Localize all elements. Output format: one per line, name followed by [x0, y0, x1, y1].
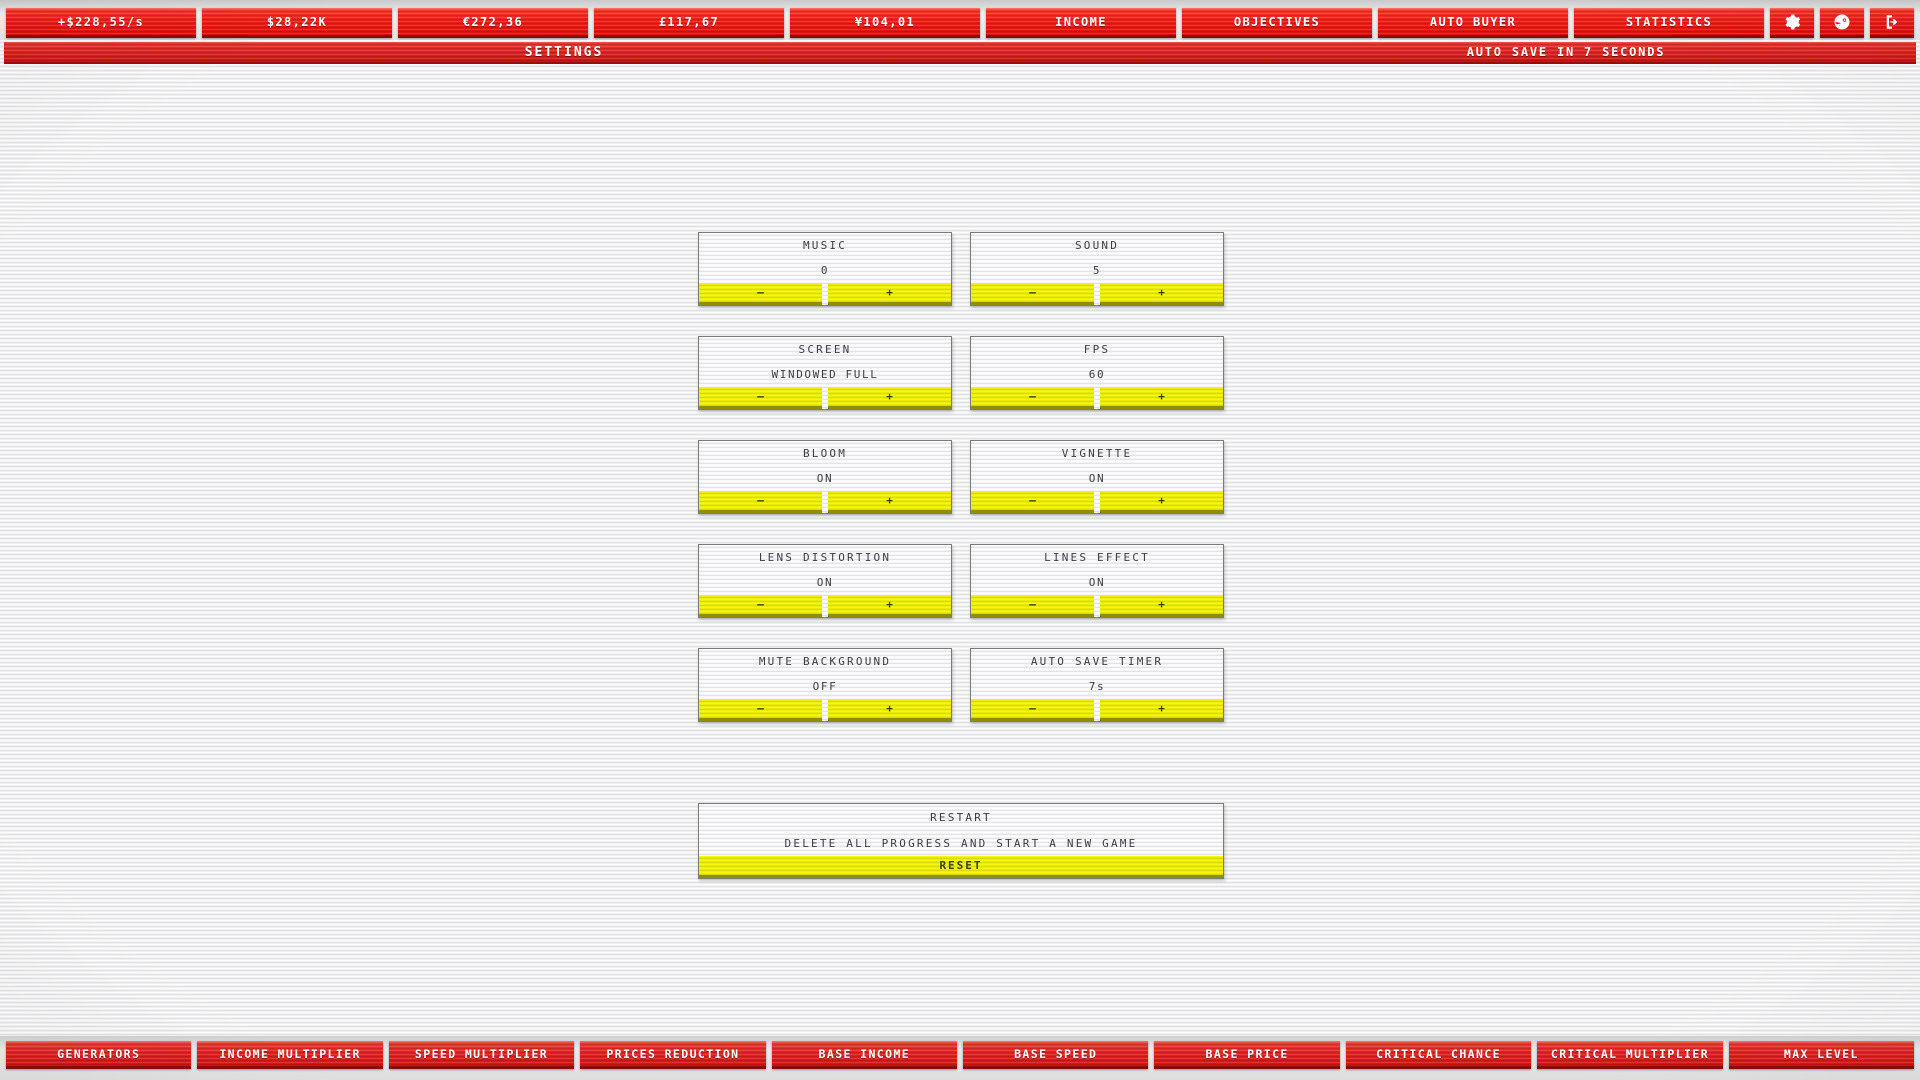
setting-controls-screen: –+ — [699, 387, 951, 409]
nav-income[interactable]: INCOME — [986, 7, 1176, 38]
tab-base-price[interactable]: BASE PRICE — [1154, 1041, 1340, 1069]
setting-card-vignette: VIGNETTE ON –+ — [970, 440, 1224, 514]
setting-controls-lines-effect: –+ — [971, 595, 1223, 617]
decrease-vignette-button[interactable]: – — [971, 491, 1094, 513]
nav-objectives[interactable]: OBJECTIVES — [1182, 7, 1372, 38]
setting-controls-sound: –+ — [971, 283, 1223, 305]
increase-vignette-button[interactable]: + — [1100, 491, 1223, 513]
tab-speed-multiplier[interactable]: SPEED MULTIPLIER — [388, 1041, 575, 1069]
setting-controls-mute-background: –+ — [699, 699, 951, 721]
currency-euros[interactable]: €272,36 — [398, 7, 588, 38]
setting-title-sound: SOUND — [1074, 239, 1120, 252]
decrease-lens-distortion-button[interactable]: – — [699, 595, 822, 617]
reset-button[interactable]: RESET — [699, 856, 1223, 878]
setting-controls-lens-distortion: –+ — [699, 595, 951, 617]
decrease-mute-background-button[interactable]: – — [699, 699, 822, 721]
setting-title-lines-effect: LINES EFFECT — [1044, 551, 1150, 564]
setting-card-music: MUSIC 0 –+ — [698, 232, 952, 306]
setting-value-fps: 60 — [1088, 368, 1106, 381]
currency-yen[interactable]: ¥104,01 — [790, 7, 980, 38]
setting-card-fps: FPS 60 –+ — [970, 336, 1224, 410]
steam-icon[interactable] — [1820, 7, 1864, 38]
setting-controls-music: –+ — [699, 283, 951, 305]
setting-title-vignette: VIGNETTE — [1061, 447, 1133, 460]
setting-card-screen: SCREEN WINDOWED FULL –+ — [698, 336, 952, 410]
increase-lens-distortion-button[interactable]: + — [828, 595, 951, 617]
setting-value-music: 0 — [820, 264, 830, 277]
tab-critical-chance[interactable]: CRITICAL CHANCE — [1345, 1041, 1532, 1069]
increase-music-button[interactable]: + — [828, 283, 951, 305]
increase-bloom-button[interactable]: + — [828, 491, 951, 513]
decrease-fps-button[interactable]: – — [971, 387, 1094, 409]
decrease-music-button[interactable]: – — [699, 283, 822, 305]
increase-mute-background-button[interactable]: + — [828, 699, 951, 721]
setting-card-sound: SOUND 5 –+ — [970, 232, 1224, 306]
setting-title-auto-save-timer: AUTO SAVE TIMER — [1030, 655, 1164, 668]
increase-fps-button[interactable]: + — [1100, 387, 1223, 409]
tab-critical-multiplier[interactable]: CRITICAL MULTIPLIER — [1537, 1041, 1723, 1069]
setting-value-auto-save-timer: 7s — [1088, 680, 1106, 693]
setting-value-lines-effect: ON — [1088, 576, 1106, 589]
setting-controls-fps: –+ — [971, 387, 1223, 409]
increase-sound-button[interactable]: + — [1100, 283, 1223, 305]
tab-max-level[interactable]: MAX LEVEL — [1728, 1041, 1915, 1069]
currency-income-rate[interactable]: +$228,55/s — [6, 7, 196, 38]
setting-card-lens-distortion: LENS DISTORTION ON –+ — [698, 544, 952, 618]
setting-value-bloom: ON — [816, 472, 834, 485]
setting-value-lens-distortion: ON — [816, 576, 834, 589]
setting-value-sound: 5 — [1092, 264, 1102, 277]
gear-icon[interactable] — [1770, 7, 1814, 38]
increase-screen-button[interactable]: + — [828, 387, 951, 409]
setting-card-lines-effect: LINES EFFECT ON –+ — [970, 544, 1224, 618]
currency-dollars[interactable]: $28,22K — [202, 7, 392, 38]
setting-title-fps: FPS — [1083, 343, 1111, 356]
restart-description: DELETE ALL PROGRESS AND START A NEW GAME — [784, 836, 1138, 850]
exit-icon[interactable] — [1870, 7, 1914, 38]
decrease-screen-button[interactable]: – — [699, 387, 822, 409]
setting-controls-auto-save-timer: –+ — [971, 699, 1223, 721]
setting-title-mute-background: MUTE BACKGROUND — [758, 655, 892, 668]
restart-card: RESTART DELETE ALL PROGRESS AND START A … — [698, 803, 1224, 879]
setting-value-screen: WINDOWED FULL — [771, 368, 879, 381]
setting-card-auto-save-timer: AUTO SAVE TIMER 7s –+ — [970, 648, 1224, 722]
tab-base-speed[interactable]: BASE SPEED — [963, 1041, 1149, 1069]
increase-auto-save-timer-button[interactable]: + — [1100, 699, 1223, 721]
setting-value-vignette: ON — [1088, 472, 1106, 485]
restart-title: RESTART — [930, 810, 992, 824]
currency-pounds[interactable]: £117,67 — [594, 7, 784, 38]
setting-card-bloom: BLOOM ON –+ — [698, 440, 952, 514]
setting-title-screen: SCREEN — [798, 343, 852, 356]
decrease-auto-save-timer-button[interactable]: – — [971, 699, 1094, 721]
tab-prices-reduction[interactable]: PRICES REDUCTION — [580, 1041, 766, 1069]
auto-save-status: AUTO SAVE IN 7 SECONDS — [1466, 45, 1666, 59]
nav-autobuyer[interactable]: AUTO BUYER — [1378, 7, 1568, 38]
nav-statistics[interactable]: STATISTICS — [1574, 7, 1764, 38]
setting-title-bloom: BLOOM — [802, 447, 848, 460]
decrease-bloom-button[interactable]: – — [699, 491, 822, 513]
page-title-bar: SETTINGS AUTO SAVE IN 7 SECONDS — [4, 42, 1916, 64]
setting-title-lens-distortion: LENS DISTORTION — [758, 551, 892, 564]
decrease-sound-button[interactable]: – — [971, 283, 1094, 305]
setting-controls-bloom: –+ — [699, 491, 951, 513]
tab-income-multiplier[interactable]: INCOME MULTIPLIER — [197, 1041, 383, 1069]
setting-controls-vignette: –+ — [971, 491, 1223, 513]
tab-generators[interactable]: GENERATORS — [6, 1041, 192, 1069]
decrease-lines-effect-button[interactable]: – — [971, 595, 1094, 617]
setting-title-music: MUSIC — [802, 239, 848, 252]
page-title: SETTINGS — [524, 44, 604, 60]
increase-lines-effect-button[interactable]: + — [1100, 595, 1223, 617]
setting-card-mute-background: MUTE BACKGROUND OFF –+ — [698, 648, 952, 722]
setting-value-mute-background: OFF — [812, 680, 838, 693]
tab-base-income[interactable]: BASE INCOME — [771, 1041, 958, 1069]
